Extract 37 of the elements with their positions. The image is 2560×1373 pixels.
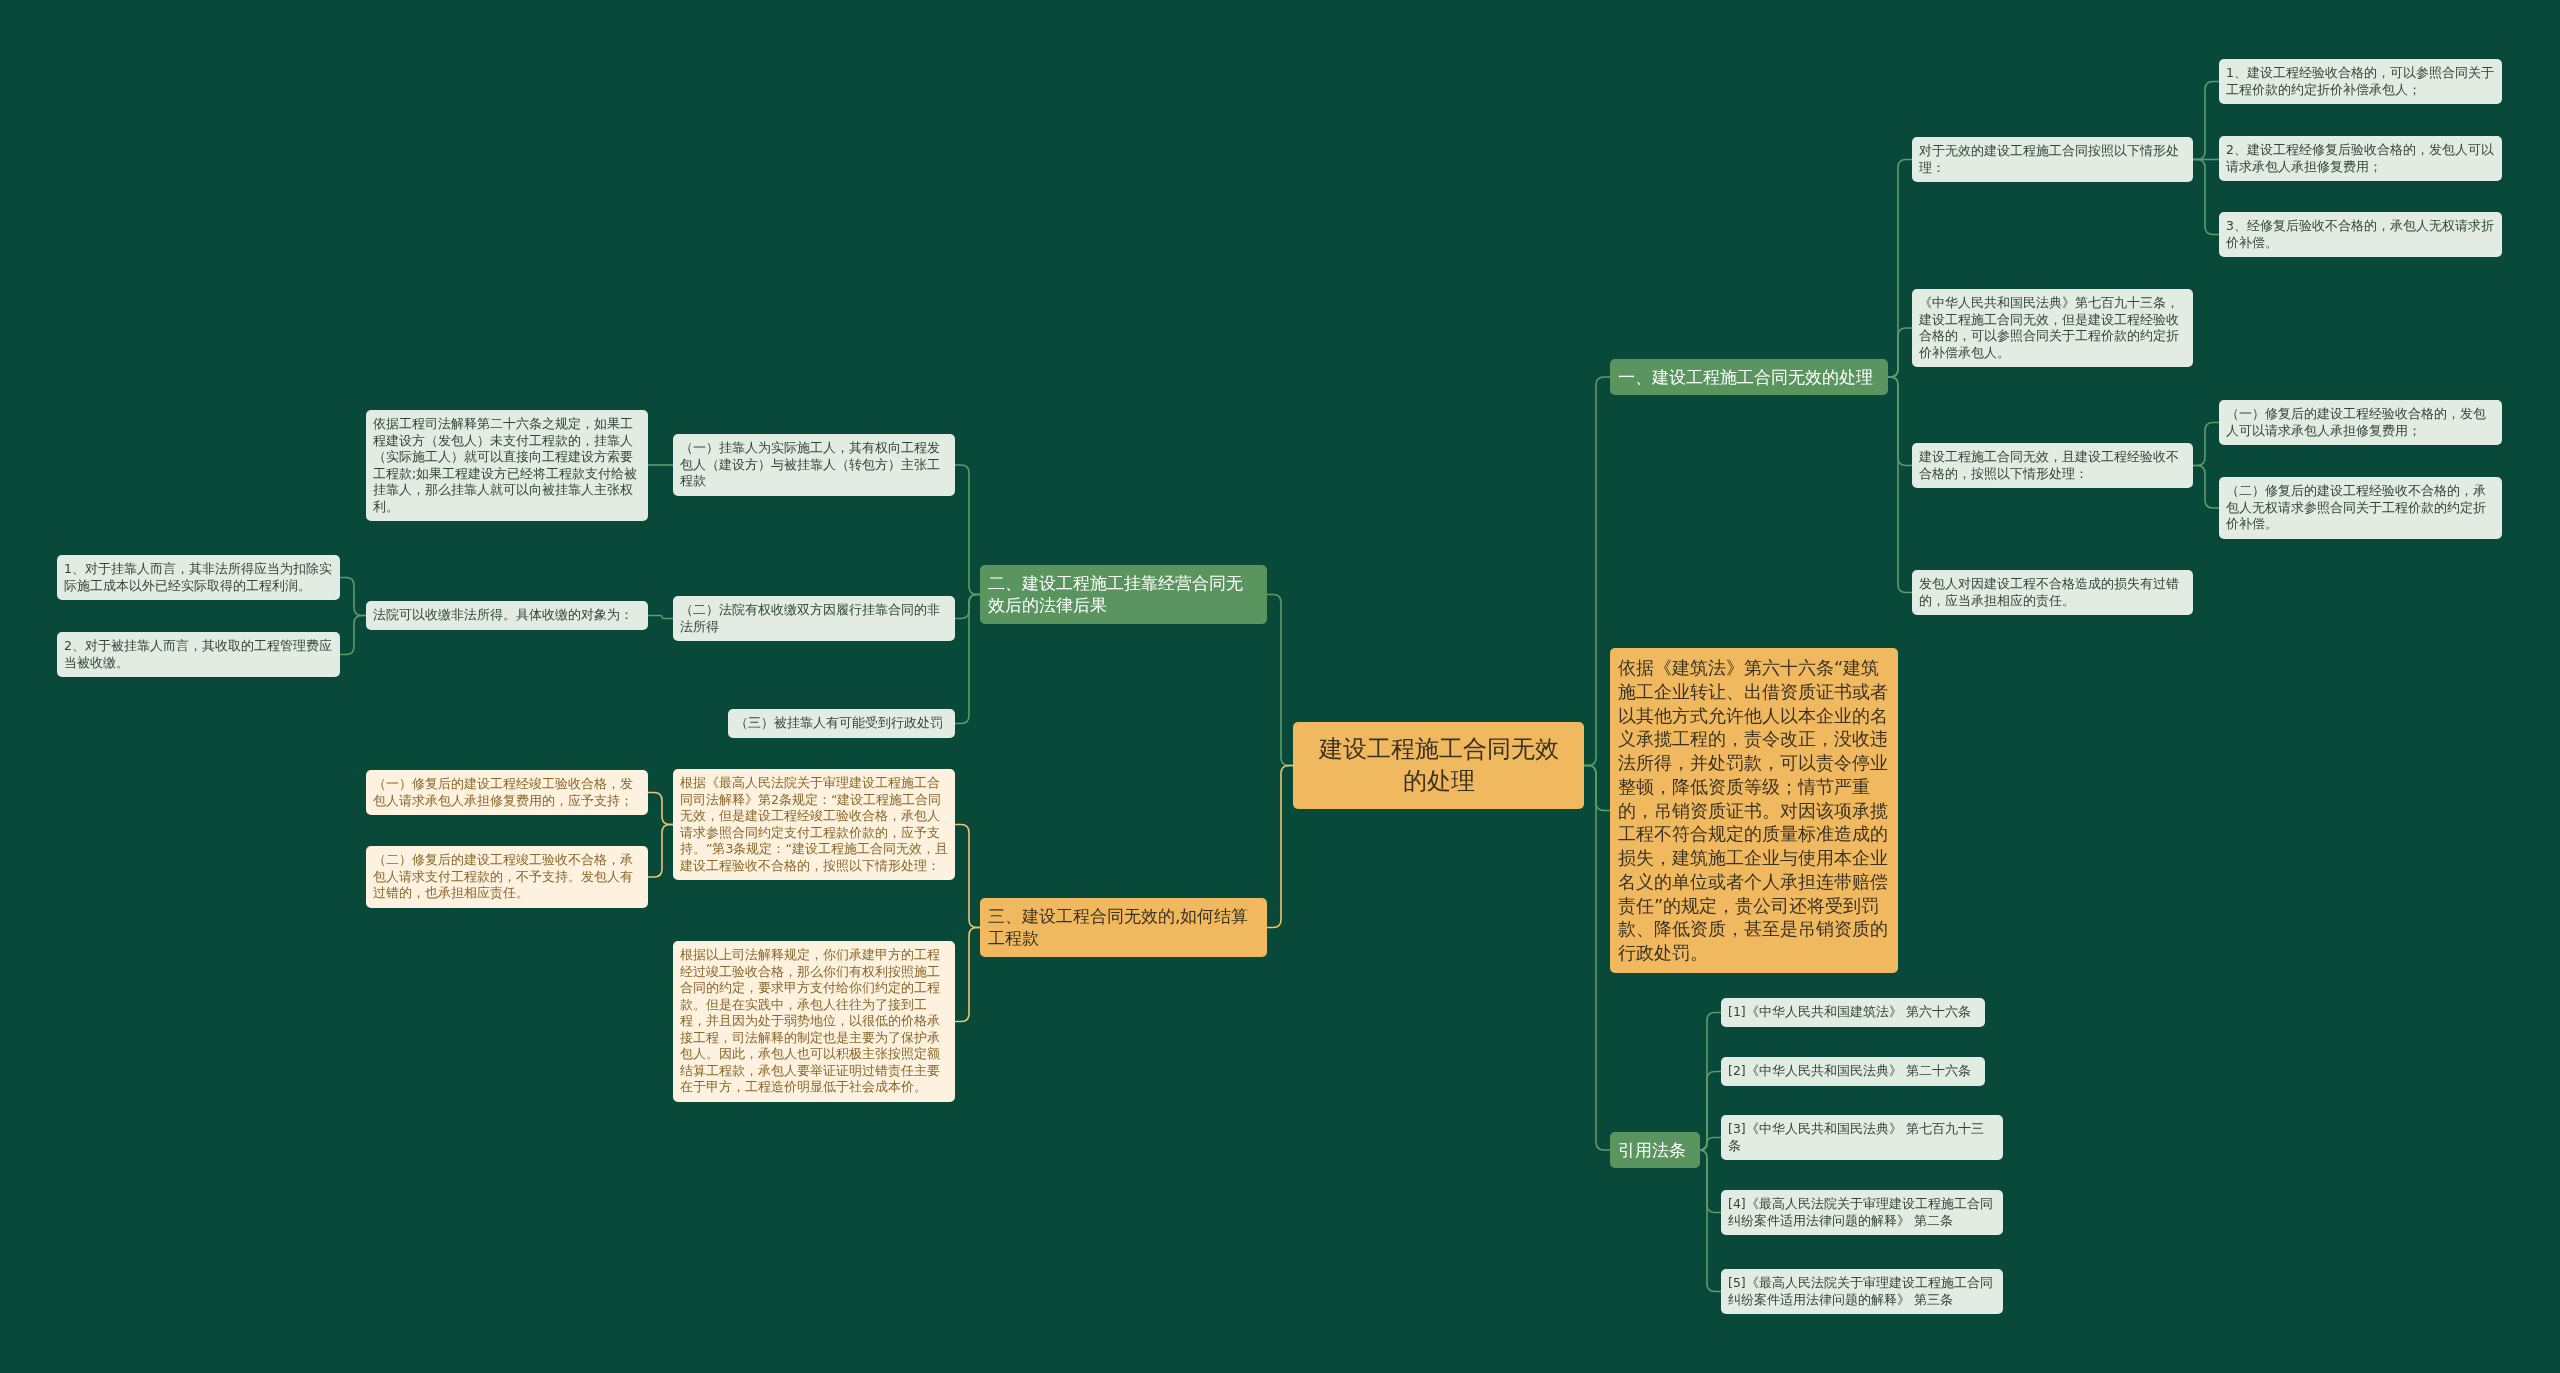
connector-line bbox=[2192, 464, 2220, 509]
branch-topic-box: 引用法条 bbox=[1610, 1132, 1700, 1169]
reference-box: [5]《最高人民法院关于审理建设工程施工合同纠纷案件适用法律问题的解释》 第三条 bbox=[1721, 1269, 2003, 1314]
subtopic-box: 发包人对因建设工程不合格造成的损失有过错的，应当承担相应的责任。 bbox=[1912, 570, 2193, 615]
branch-topic-box: 一、建设工程施工合同无效的处理 bbox=[1610, 359, 1888, 396]
leaf-topic-box: 2、对于被挂靠人而言，其收取的工程管理费应当被收缴。 bbox=[57, 632, 340, 677]
leaf-topic-box: （一）修复后的建设工程经验收合格的，发包人可以请求承包人承担修复费用； bbox=[2219, 400, 2502, 445]
leaf-topic-box: 3、经修复后验收不合格的，承包人无权请求折价补偿。 bbox=[2219, 212, 2502, 257]
leaf-topic-box: （一）修复后的建设工程经竣工验收合格，发包人请求承包人承担修复费用的，应予支持； bbox=[366, 770, 648, 815]
leaf-topic-box: 1、对于挂靠人而言，其非法所得应当为扣除实际施工成本以外已经实际取得的工程利润。 bbox=[57, 555, 340, 600]
connector-line bbox=[647, 614, 674, 620]
note-box: 依据《建筑法》第六十六条“建筑施工企业转让、出借资质证书或者以其他方式允许他人以本企业的名义承揽工程的，责令改正，没收违法所得，并处罚款，可以责令停业整顿，降低资质等级；情节严重的，吊销资质证书。对因该项承揽工程不符合规定的质量标准造成的损失，建筑施工企业与使用本企业名义的单位或者个人承担连带赔偿责任”的规定，贵公司还将受到罚款、降低资质，甚至是吊销资质的行政处罚。 bbox=[1610, 648, 1898, 973]
reference-box: [3]《中华人民共和国民法典》 第七百九十三条 bbox=[1721, 1115, 2003, 1160]
subtopic-box: （一）挂靠人为实际施工人，其有权向工程发包人（建设方）与被挂靠人（转包方）主张工程款 bbox=[673, 434, 955, 496]
leaf-topic-box: （二）修复后的建设工程经验收不合格的，承包人无权请求参照合同关于工程价款的约定折价补偿。 bbox=[2219, 477, 2502, 539]
subtopic-box: 根据《最高人民法院关于审理建设工程施工合同司法解释》第2条规定：“建设工程施工合同无效，但是建设工程经竣工验收合格，承包人请求参照合同约定支付工程款价款的，应予支持。”第3条规定：“建设工程施工合同无效，且建设工程验收不合格的，按照以下情形处理： bbox=[673, 769, 955, 880]
reference-box: [4]《最高人民法院关于审理建设工程施工合同纠纷案件适用法律问题的解释》 第二条 bbox=[1721, 1190, 2003, 1235]
central-topic-box: 建设工程施工合同无效的处理 bbox=[1293, 722, 1584, 810]
branch-topic-box: 三、建设工程合同无效的,如何结算工程款 bbox=[980, 898, 1267, 957]
subtopic-box: 根据以上司法解释规定，你们承建甲方的工程经过竣工验收合格，那么你们有权利按照施工合同的约定，要求甲方支付给你们约定的工程款。但是在实践中，承包人往往为了接到工程，并且因为处于弱势地位，以很低的价格承接工程，司法解释的制定也是主要为了保护承包人。因此，承包人也可以积极主张按照定额结算工程款，承包人要举证证明过错责任主要在于甲方，工程造价明显低于社会成本价。 bbox=[673, 941, 955, 1102]
leaf-topic-box: 依据工程司法解释第二十六条之规定，如果工程建设方（发包人）未支付工程款的，挂靠人（实际施工人）就可以直接向工程建设方索要工程款;如果工程建设方已经将工程款支付给被挂靠人，那么挂靠人就可以向被挂靠人主张权利。 bbox=[366, 410, 648, 521]
subtopic-box: 《中华人民共和国民法典》第七百九十三条，建设工程施工合同无效，但是建设工程经验收合格的，可以参照合同关于工程价款的约定折价补偿承包人。 bbox=[1912, 289, 2193, 367]
subtopic-box: 对于无效的建设工程施工合同按照以下情形处理： bbox=[1912, 137, 2193, 182]
connector-line bbox=[647, 823, 674, 878]
branch-topic-box: 二、建设工程施工挂靠经营合同无效后的法律后果 bbox=[980, 565, 1267, 624]
subtopic-box: 建设工程施工合同无效，且建设工程经验收不合格的，按照以下情形处理： bbox=[1912, 443, 2193, 488]
connector-line bbox=[647, 464, 674, 466]
connector-line bbox=[1698, 1149, 1722, 1293]
connector-line bbox=[339, 614, 367, 656]
leaf-topic-box: （二）修复后的建设工程竣工验收不合格，承包人请求支付工程款的，不予支持。发包人有过错的，也承担相应责任。 bbox=[366, 846, 648, 908]
reference-box: [2]《中华人民共和国民法典》 第二十六条 bbox=[1721, 1057, 1985, 1086]
subtopic-box: 法院可以收缴非法所得。具体收缴的对象为： bbox=[366, 601, 648, 630]
leaf-topic-box: 1、建设工程经验收合格的，可以参照合同关于工程价款的约定折价补偿承包人； bbox=[2219, 59, 2502, 104]
leaf-topic-box: 2、建设工程经修复后验收合格的，发包人可以请求承包人承担修复费用； bbox=[2219, 136, 2502, 181]
subtopic-box: （三）被挂靠人有可能受到行政处罚 bbox=[728, 709, 955, 738]
subtopic-box: （二）法院有权收缴双方因履行挂靠合同的非法所得 bbox=[673, 596, 955, 641]
reference-box: [1]《中华人民共和国建筑法》 第六十六条 bbox=[1721, 998, 1985, 1027]
